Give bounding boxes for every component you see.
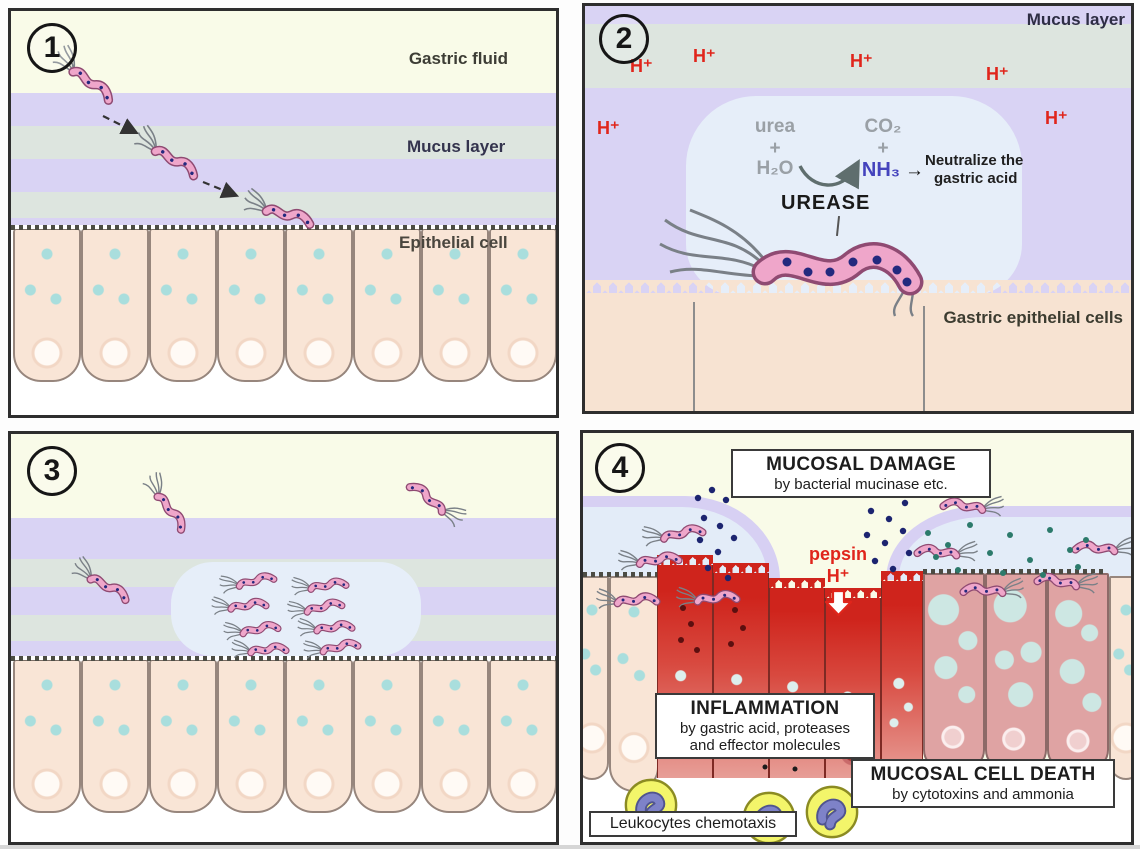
mucus-layer-label: Mucus layer (407, 137, 506, 156)
panel-3-colonization: 3 (8, 431, 559, 845)
dying-epithelial-cell (923, 573, 985, 770)
brush-border (583, 572, 657, 577)
epithelial-cell (149, 229, 217, 382)
panel-4-mucosal-damage: 4 (580, 430, 1134, 845)
cell-death-title: MUCOSAL CELL DEATH (870, 764, 1096, 785)
mucosal-damage-subtitle: by bacterial mucinase etc. (774, 476, 948, 493)
epithelial-cell (285, 229, 353, 382)
epithelial-cell (583, 576, 609, 780)
pepsin-acid-annotation: pepsin H⁺ (788, 543, 888, 587)
brush-border (11, 656, 556, 661)
epithelium-zone (11, 225, 556, 415)
panel-2-number-badge: 2 (599, 14, 649, 64)
epithelial-cell (13, 660, 81, 813)
pepsin-label: pepsin (808, 544, 867, 564)
epithelial-cell (217, 229, 285, 382)
epithelial-cell (489, 660, 556, 813)
epithelial-cell (81, 229, 149, 382)
epithelial-cell (489, 229, 556, 382)
hydrogen-ion-label: H⁺ (986, 64, 1009, 84)
plus-sign: + (877, 138, 889, 159)
panel-4-number-badge: 4 (595, 443, 645, 493)
epithelial-cell (285, 660, 353, 813)
dying-epithelial-cell (985, 573, 1047, 770)
movement-arrow (102, 115, 139, 134)
panel-3-number-badge: 3 (27, 446, 77, 496)
co2-label: CO₂ (864, 116, 902, 137)
panel-1-number-badge: 1 (27, 23, 77, 73)
movement-arrow (202, 180, 240, 199)
hydrogen-ion-label: H⁺ (850, 51, 873, 71)
to-arrow: → (905, 160, 924, 181)
mucus-stripe (11, 93, 556, 126)
pepsin-down-arrow (824, 589, 853, 617)
inflammation-title: INFLAMMATION (690, 698, 840, 719)
epithelium-zone (11, 656, 556, 842)
nh3-label: NH₃ (861, 159, 901, 181)
epithelial-cell (421, 660, 489, 813)
cell-boundary-line (923, 306, 925, 411)
epithelial-cell (13, 229, 81, 382)
plus-sign: + (769, 138, 781, 159)
mucus-layer-label: Mucus layer (1026, 10, 1125, 29)
h2o-label: H₂O (756, 158, 794, 179)
hydrogen-ion-label: H⁺ (597, 118, 620, 138)
neutralize-line2: gastric acid (934, 170, 1018, 187)
mucus-stripe (11, 518, 556, 559)
leukocytes-label: Leukocytes chemotaxis (609, 815, 777, 832)
epithelial-cell (1109, 576, 1131, 780)
epithelial-cell (421, 229, 489, 382)
inflammation-subtitle-1: by gastric acid, proteases (679, 720, 851, 737)
cell-boundary-line (693, 302, 695, 411)
hydrogen-ion-label: H⁺ (1045, 108, 1068, 128)
epithelial-cell (217, 660, 285, 813)
gastric-epithelial-cells-label: Gastric epithelial cells (943, 308, 1123, 327)
epithelial-cell (353, 229, 421, 382)
epithelial-cell (353, 660, 421, 813)
leukocytes-chemotaxis-box: Leukocytes chemotaxis (589, 811, 797, 837)
mucosal-cell-death-box: MUCOSAL CELL DEATH by cytotoxins and amm… (851, 759, 1115, 808)
neutralize-line1: Neutralize the (925, 152, 1024, 169)
mucus-stripe (11, 218, 556, 225)
brush-border (11, 225, 556, 230)
panel-2-urease-neutralization: 2 Mucus layer H⁺ H⁺ H⁺ H⁺ H⁺ H⁺ urea + H… (582, 3, 1134, 414)
brush-border (923, 569, 1105, 574)
epithelial-cell (81, 660, 149, 813)
inflammation-subtitle-2: and effector molecules (689, 737, 841, 754)
hydrogen-ion-label: H⁺ (826, 566, 850, 586)
urea-label: urea (754, 116, 796, 137)
cytotoxin-ammonia-dots (925, 522, 1089, 578)
dying-epithelial-cell (1047, 573, 1109, 770)
gastric-fluid-label: Gastric fluid (408, 49, 508, 68)
mucosal-damage-box: MUCOSAL DAMAGE by bacterial mucinase etc… (731, 449, 991, 498)
h-pylori-bacterium-large (659, 208, 924, 317)
epithelial-cell-label: Epithelial cell (399, 233, 508, 252)
urease-reaction-arrow (798, 159, 860, 190)
mucus-stripe (585, 24, 1131, 88)
gastric-epithelium (585, 280, 1131, 411)
effector-molecule-dots (694, 486, 738, 582)
cell-death-subtitle: by cytotoxins and ammonia (892, 786, 1074, 803)
mucus-stripe (11, 126, 556, 159)
epithelial-cell (149, 660, 217, 813)
mucus-stripe (11, 159, 556, 192)
hydrogen-ion-label: H⁺ (693, 46, 716, 66)
inflammation-box: INFLAMMATION by gastric acid, proteases … (655, 693, 875, 759)
urease-label: UREASE (781, 192, 871, 214)
screenshot-bottom-edge (0, 845, 1140, 849)
panel-1-bacteria-entry: 1 Gastric fluid Mucus layer Epithelial c… (8, 8, 559, 418)
intracellular-toxin-dots (678, 605, 746, 653)
damaged-epithelial-cell (881, 571, 923, 778)
h-pylori-bacterium (594, 582, 666, 619)
mucosal-damage-title: MUCOSAL DAMAGE (766, 454, 956, 475)
